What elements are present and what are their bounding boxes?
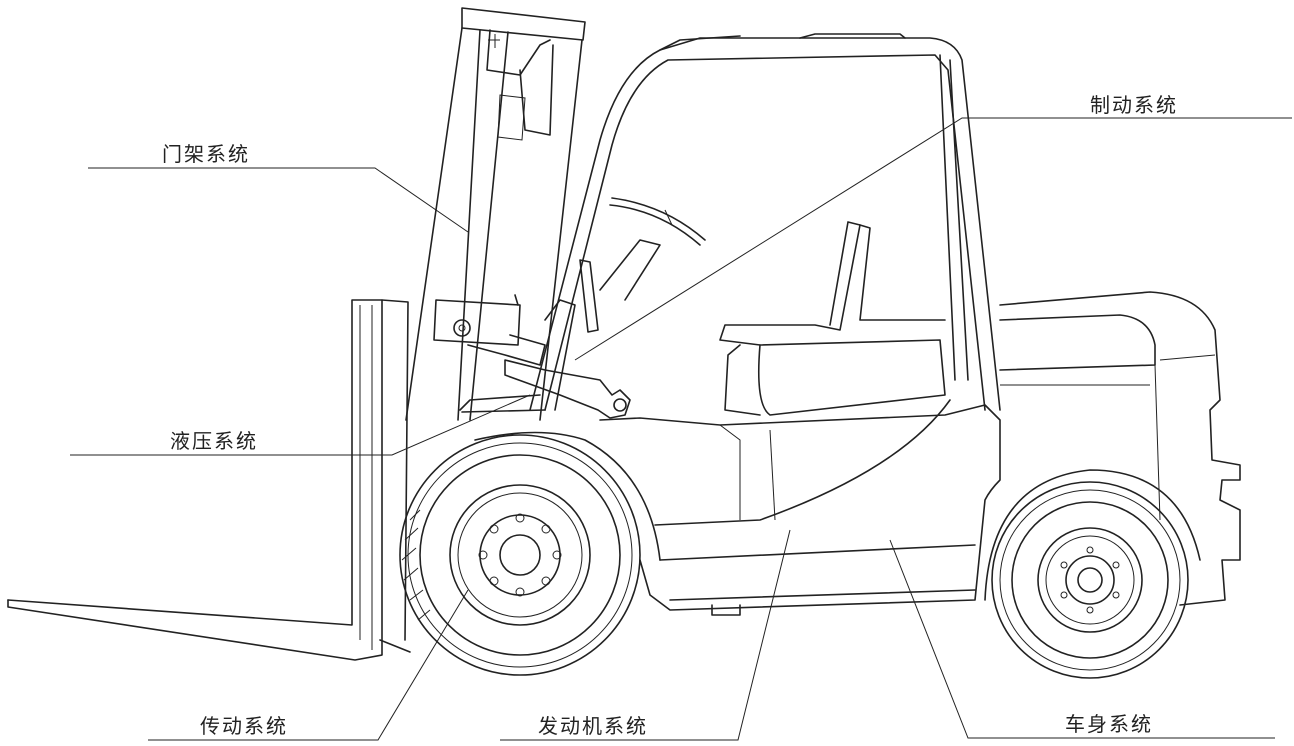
leader-brake [574, 117, 1292, 361]
leader-body [889, 539, 1275, 739]
leader-transmission [148, 589, 469, 741]
rear-wheel [984, 469, 1201, 679]
label-engine-system: 发动机系统 [538, 714, 648, 738]
counterweight [999, 291, 1241, 606]
leader-mast [88, 167, 469, 233]
label-transmission-system: 传动系统 [200, 714, 288, 738]
leader-lines [70, 117, 1292, 741]
chassis [599, 399, 1001, 616]
leader-engine [500, 529, 791, 741]
label-hydraulic-system: 液压系统 [170, 429, 258, 453]
label-body-system: 车身系统 [1065, 712, 1153, 736]
fork [7, 299, 411, 661]
overhead-guard [504, 33, 1001, 419]
front-wheel [399, 431, 661, 676]
label-mast-system: 门架系统 [162, 142, 250, 166]
leader-hydraulic [70, 394, 531, 456]
label-brake-system: 制动系统 [1090, 93, 1178, 117]
mast [405, 7, 586, 421]
